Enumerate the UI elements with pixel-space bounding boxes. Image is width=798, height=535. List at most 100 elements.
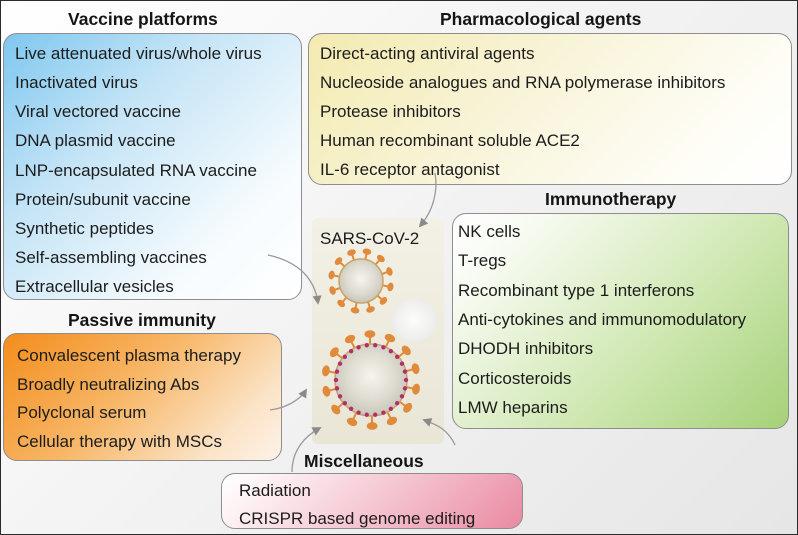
virus-spike-head [329,347,339,358]
vaccine-item: LNP-encapsulated RNA vaccine [15,161,257,180]
virus-spike-head [379,296,388,305]
pharma-item: Human recombinant soluble ACE2 [320,131,580,150]
passive-item: Polyclonal serum [17,403,147,422]
virus-spike-head [384,333,396,343]
vaccine-item: Synthetic peptides [15,219,154,238]
vaccine-item: Self-assembling vaccines [15,248,207,267]
vaccine-item: Extracellular vesicles [15,277,174,296]
virus-membrane-protein [394,354,400,359]
passive-item: Broadly neutralizing Abs [17,375,200,394]
virus-spike-head [322,365,330,377]
virus-spike-head [328,270,335,280]
virus-membrane-protein [356,410,361,415]
immuno-item: Anti-cytokines and immunomodulatory [458,310,747,329]
virus-membrane-protein [348,406,354,412]
immuno-item: DHODH inhibitors [458,339,594,358]
virus-spike-head [366,306,375,313]
pharma-item: Direct-acting antiviral agents [320,44,535,63]
vaccine-platforms-heading: Vaccine platforms [68,9,218,29]
virus-spike-head [364,330,376,338]
virus-membrane-protein [364,343,369,348]
miscellaneous-heading: Miscellaneous [304,451,424,471]
virus-membrane-protein [402,369,408,374]
passive-immunity-heading: Passive immunity [68,310,216,330]
virus-membrane-protein [333,377,339,383]
virus-membrane-protein [381,410,386,415]
arrow-misc [291,427,322,473]
pharmacological-agents-heading: Pharmacological agents [440,9,642,29]
misc-item: CRISPR based genome editing [239,509,476,528]
virus-spike-head [403,402,413,413]
immuno-item: T-regs [458,251,507,270]
passive-item: Cellular therapy with MSCs [17,432,223,451]
arrow-immuno [422,418,456,446]
vaccine-item: Inactivated virus [15,73,138,92]
immuno-item: Corticosteroids [458,369,572,388]
sars-cov-2-label: SARS-CoV-2 [320,229,420,248]
virus-spike-head [401,345,411,356]
virus-membrane-protein [373,343,378,348]
virus-spike-head [386,416,398,426]
virus-spike-head [350,307,360,314]
virus-membrane-protein [399,361,405,366]
pharma-item: IL-6 receptor antagonist [320,160,500,179]
arrow-pharma [418,172,437,228]
arrow-vaccine [267,254,322,305]
virus-spike-head [366,422,378,430]
vaccine-item: Live attenuated virus/whole virus [15,44,262,63]
small-virus-particle [328,248,394,314]
virus-spike-head [387,282,394,292]
virus-membrane-protein [337,361,343,366]
misc-item: Radiation [239,481,311,500]
faded-virus-particle [392,298,436,342]
virus-spike-head [411,363,420,375]
virus-membrane-protein [337,394,343,399]
virus-membrane-protein [394,401,400,406]
virus-membrane-protein [348,348,354,354]
virus-spike-head [322,385,331,397]
virus-spike-head [329,286,336,295]
pharmacological-agents-box [308,33,792,185]
virus-membrane-protein [388,348,394,354]
passive-immunity-box [3,333,282,461]
vaccine-item: Viral vectored vaccine [15,102,181,121]
virus-membrane-protein [334,369,340,374]
virus-membrane-protein [334,386,340,391]
virus-membrane-protein [399,394,405,399]
vaccine-platforms-box [3,33,302,300]
virus-core [338,258,384,304]
large-virus-particle [322,330,420,430]
immuno-item: Recombinant type 1 interferons [458,281,695,300]
virus-spike-head [334,257,343,266]
virus-membrane-protein [373,412,378,417]
virus-membrane-protein [402,386,408,391]
virus-spike-head [386,267,393,276]
immuno-item: NK cells [458,222,521,241]
arrow-passive [269,388,307,411]
virus-membrane-protein [381,345,386,350]
immunotherapy-box [452,213,789,429]
immuno-item: LMW heparins [458,398,568,417]
pharma-item: Nucleoside analogues and RNA polymerase … [320,73,726,92]
vaccine-item: DNA plasmid vaccine [15,131,176,150]
virus-membrane-protein [342,354,348,359]
miscellaneous-box [221,473,523,529]
virus-spike-head [331,404,341,415]
virus-spike-head [337,299,346,308]
virus-spike-head [346,417,358,427]
virus-spike-head [347,249,356,256]
virus-membrane-protein [342,401,348,406]
virus-membrane-protein [364,412,369,417]
virus-membrane-protein [388,406,394,412]
vaccine-item: Protein/subunit vaccine [15,190,191,209]
virus-spike-head [376,254,385,263]
virus-membrane-protein [403,377,409,383]
virus-spike-head [412,383,420,395]
virus-spike-head [362,248,372,255]
virus-spike-head [344,334,356,344]
virus-membrane-protein [356,345,361,350]
pharma-item: Protease inhibitors [320,102,461,121]
immunotherapy-heading: Immunotherapy [545,189,677,209]
